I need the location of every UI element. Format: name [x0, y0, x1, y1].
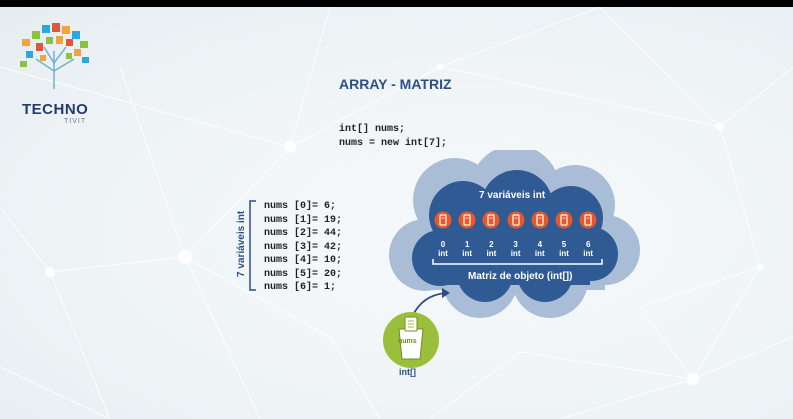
techno-logo: TECHNO TIVIT — [16, 21, 96, 141]
int-cell-icon — [531, 211, 549, 229]
cell-index: 0 — [440, 240, 446, 249]
assignment-line: nums [2]= 44; — [264, 228, 343, 239]
page-title: ARRAY - MATRIZ — [339, 76, 452, 92]
cell-index: 1 — [464, 240, 470, 249]
assignment-line: nums [5]= 20; — [264, 268, 343, 280]
left-bracket — [249, 200, 256, 291]
code-line: int[] nums; — [339, 124, 406, 135]
logo-tree-icon — [20, 23, 89, 89]
int-cell-icon — [482, 211, 500, 229]
cell-index: 2 — [489, 240, 494, 249]
assignment-line: nums [0]= 6; — [264, 201, 337, 212]
cell-type: int — [438, 249, 448, 258]
cell-type: int — [462, 249, 473, 258]
cell-index: 5 — [561, 240, 567, 249]
declaration-code: int[] nums; nums = new int[7]; — [339, 123, 447, 150]
assignment-line: nums [1]= 19; — [264, 214, 343, 226]
assignment-line: nums [4]= 10; — [264, 255, 343, 266]
assignment-list: nums [0]= 6; nums [1]= 19; nums [2]= 44; nu… — [264, 200, 342, 295]
cell-type: int — [559, 249, 569, 258]
vertical-label: 7 variáveis int — [236, 210, 247, 277]
assignment-line: nums [3]= 42; — [264, 241, 343, 253]
int-cell-icon — [507, 211, 525, 229]
logo-subtitle: TIVIT — [64, 118, 87, 125]
bucket-icon — [398, 316, 424, 360]
logo-title: TECHNO — [22, 101, 89, 118]
cell-type: int — [510, 249, 521, 258]
cloud-title: 7 variáveis int — [479, 190, 546, 201]
slide: TECHNO TIVIT ARRAY - MATRIZ int[] nums; n… — [0, 7, 793, 419]
cell-type: int — [583, 249, 594, 258]
cell-index: 4 — [537, 240, 543, 249]
cell-type: int — [486, 249, 497, 258]
matrix-label: Matriz de objeto (int[]) — [468, 271, 573, 282]
cell-type: int — [534, 249, 545, 258]
background-network — [0, 7, 793, 419]
cell-index: 6 — [585, 240, 591, 249]
matrix-bracket — [432, 259, 603, 265]
variable-type-label: int[] — [399, 367, 416, 377]
assignment-line: nums [6]= 1; — [264, 282, 337, 293]
int-cell-icon — [555, 211, 573, 229]
bucket-name: nums — [398, 338, 417, 345]
cell-index: 3 — [513, 240, 518, 249]
code-line: nums = new int[7]; — [339, 137, 448, 149]
nums-variable-circle — [383, 312, 439, 368]
int-cell-icon — [579, 211, 597, 229]
int-cell-icon — [458, 211, 476, 229]
int-cell-icon — [434, 211, 452, 229]
